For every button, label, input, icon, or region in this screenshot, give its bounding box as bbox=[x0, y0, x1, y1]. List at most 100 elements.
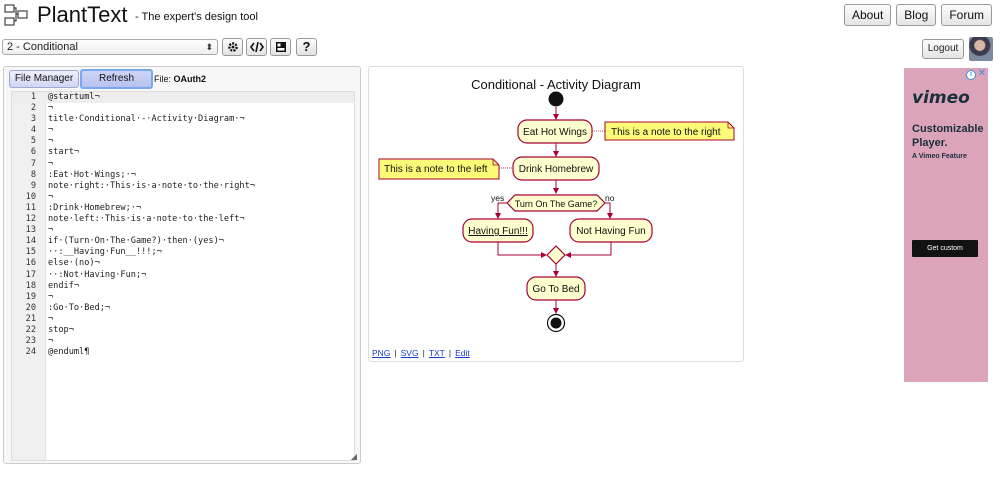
code-line[interactable]: 14 if·(Turn·On·The·Game?)·then·(yes)¬ bbox=[12, 236, 354, 247]
diagram-select[interactable]: 2 - Conditional ⬍ bbox=[2, 39, 218, 55]
decision-label: Turn On The Game? bbox=[515, 199, 598, 209]
plantuml-logo-icon bbox=[4, 4, 28, 26]
code-line[interactable]: 12 note·left:·This·is·a·note·to·the·left¬ bbox=[12, 214, 354, 225]
code-line-text: ··:Not·Having·Fun;¬ bbox=[48, 269, 147, 280]
ad-cta-button[interactable]: Get custom bbox=[912, 240, 978, 257]
code-line-text: ¬ bbox=[48, 125, 54, 136]
activity-bed-label: Go To Bed bbox=[532, 284, 579, 295]
code-line[interactable]: 2¬ bbox=[12, 103, 354, 114]
code-line-text: ¬ bbox=[48, 103, 54, 114]
avatar[interactable] bbox=[969, 37, 993, 61]
code-line[interactable]: 23¬ bbox=[12, 336, 354, 347]
export-png-link[interactable]: PNG bbox=[372, 348, 391, 358]
code-line-text: note·right:·This·is·a·note·to·the·right¬ bbox=[48, 180, 255, 191]
line-number: 19 bbox=[25, 291, 36, 302]
code-line-text: :Go·To·Bed;¬ bbox=[48, 302, 111, 313]
line-number: 9 bbox=[30, 180, 36, 191]
code-line[interactable]: 9 note·right:·This·is·a·note·to·the·right… bbox=[12, 181, 354, 192]
note-right-label: This is a note to the right bbox=[611, 127, 721, 138]
code-line-text: ¬ bbox=[48, 225, 54, 236]
code-icon bbox=[249, 41, 264, 53]
start-node bbox=[548, 91, 564, 107]
line-number: 12 bbox=[25, 214, 36, 225]
code-editor[interactable]: 1@startuml¬2¬3 title·Conditional·-·Activi… bbox=[11, 91, 355, 461]
editor-panel: File Manager Refresh File: OAuth2 1@star… bbox=[3, 66, 361, 464]
file-manager-button[interactable]: File Manager bbox=[9, 70, 79, 88]
line-number: 24 bbox=[25, 347, 36, 358]
vimeo-ad[interactable]: i ✕ vimeo Customizable Player. A Vimeo F… bbox=[904, 68, 988, 382]
code-lines: 1@startuml¬2¬3 title·Conditional·-·Activi… bbox=[12, 92, 354, 358]
tagline: - The expert's design tool bbox=[135, 11, 258, 23]
line-number: 14 bbox=[25, 236, 36, 247]
settings-button[interactable] bbox=[222, 38, 243, 56]
activity-eat-label: Eat Hot Wings bbox=[523, 127, 587, 138]
note-right bbox=[604, 121, 735, 141]
embed-code-button[interactable] bbox=[246, 38, 267, 56]
line-number: 3 bbox=[30, 114, 36, 125]
code-line[interactable]: 4¬ bbox=[12, 125, 354, 136]
code-line[interactable]: 21 ¬ bbox=[12, 314, 354, 325]
blog-button[interactable]: Blog bbox=[896, 4, 937, 26]
export-txt-link[interactable]: TXT bbox=[428, 348, 445, 358]
export-separator: | bbox=[394, 348, 397, 358]
line-number: 1 bbox=[30, 92, 36, 102]
diagram-select-value: 2 - Conditional bbox=[7, 41, 78, 53]
activity-drink-label: Drink Homebrew bbox=[519, 164, 594, 175]
code-line[interactable]: 19¬ bbox=[12, 292, 354, 303]
code-line[interactable]: 24 @enduml¶ bbox=[12, 347, 354, 358]
code-line-text: endif¬ bbox=[48, 280, 80, 291]
diagram-title: Conditional - Activity Diagram bbox=[471, 77, 641, 92]
code-line[interactable]: 15··:__Having·Fun__!!!;¬ bbox=[12, 247, 354, 258]
line-number: 15 bbox=[25, 247, 36, 258]
help-button[interactable]: ? bbox=[296, 38, 317, 56]
branch-no-label: no bbox=[605, 193, 615, 203]
code-line-text: @enduml¶ bbox=[48, 347, 90, 358]
code-line-text: ¬ bbox=[48, 313, 54, 324]
code-line[interactable]: 3 title·Conditional·-·Activity·Diagram·¬ bbox=[12, 114, 354, 125]
ad-close-icon[interactable]: ✕ bbox=[977, 68, 986, 79]
app-title: PlantText bbox=[37, 2, 128, 27]
ad-info-icon[interactable]: i bbox=[966, 70, 976, 80]
branch-yes-label: yes bbox=[491, 193, 504, 203]
code-line[interactable]: 11:Drink·Homebrew;·¬ bbox=[12, 203, 354, 214]
ad-headline: Customizable Player. bbox=[912, 123, 984, 149]
forum-button[interactable]: Forum bbox=[941, 4, 992, 26]
about-button[interactable]: About bbox=[843, 4, 892, 26]
line-number: 4 bbox=[30, 125, 36, 136]
code-line[interactable]: 17··:Not·Having·Fun;¬ bbox=[12, 270, 354, 281]
code-line-text: if·(Turn·On·The·Game?)·then·(yes)¬ bbox=[48, 236, 224, 247]
code-line[interactable]: 7¬ bbox=[12, 159, 354, 170]
file-label: File: OAuth2 bbox=[154, 74, 206, 84]
code-line-text: else·(no)¬ bbox=[48, 258, 100, 269]
code-line-text: ¬ bbox=[48, 336, 54, 347]
file-label-prefix: File: bbox=[154, 74, 172, 84]
edit-link[interactable]: Edit bbox=[455, 348, 470, 358]
line-gutter bbox=[12, 92, 46, 460]
layout-button[interactable] bbox=[270, 38, 291, 56]
resize-handle-icon[interactable]: ◢ bbox=[350, 452, 357, 461]
diagram-panel: Conditional - Activity Diagram Eat Hot W… bbox=[368, 66, 744, 362]
export-separator: | bbox=[448, 348, 452, 358]
line-number: 21 bbox=[25, 313, 36, 324]
code-line[interactable]: 13¬ bbox=[12, 225, 354, 236]
activity-eat-hot-wings bbox=[517, 119, 593, 144]
code-line[interactable]: 8:Eat·Hot·Wings;·¬ bbox=[12, 170, 354, 181]
code-line-text: note·left:·This·is·a·note·to·the·left¬ bbox=[48, 214, 245, 225]
refresh-button[interactable]: Refresh bbox=[80, 69, 153, 89]
ad-brand-logo: vimeo bbox=[912, 88, 970, 108]
line-number: 6 bbox=[30, 147, 36, 158]
export-svg-link[interactable]: SVG bbox=[400, 348, 419, 358]
line-number: 10 bbox=[25, 191, 36, 202]
logout-button[interactable]: Logout bbox=[922, 39, 964, 59]
code-line[interactable]: 1@startuml¬ bbox=[12, 92, 354, 104]
note-left-label: This is a note to the left bbox=[384, 164, 488, 175]
code-line[interactable]: 5¬ bbox=[12, 136, 354, 147]
code-line-text: title·Conditional·-·Activity·Diagram·¬ bbox=[48, 114, 245, 125]
gear-icon bbox=[227, 42, 238, 52]
code-line[interactable]: 10¬ bbox=[12, 192, 354, 203]
code-line[interactable]: 20:Go·To·Bed;¬ bbox=[12, 303, 354, 314]
